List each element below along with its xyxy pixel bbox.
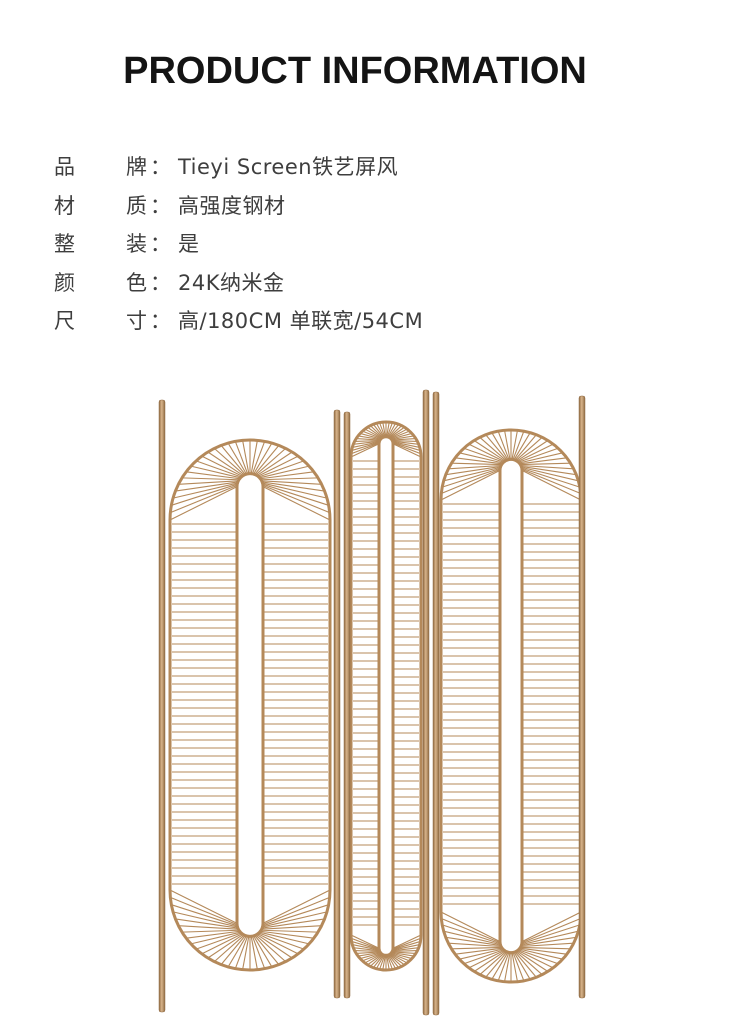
screen-panels: [168, 420, 583, 984]
page-title: PRODUCT INFORMATION: [123, 50, 587, 92]
screen-post-3: [343, 411, 351, 999]
screen-post-4: [422, 389, 430, 1016]
spec-value: Tieyi Screen铁艺屏风: [178, 155, 399, 179]
spec-value: 高/180CM 单联宽/54CM: [178, 309, 424, 333]
spec-key-char-2: 牌: [126, 155, 147, 179]
screen-post-6: [578, 395, 586, 999]
spec-value: 是: [178, 232, 200, 256]
screen-post-5: [432, 391, 440, 1016]
spec-key-char-2: 寸: [126, 309, 147, 333]
spec-separator: ：: [150, 232, 171, 256]
spec-separator: ：: [150, 270, 171, 295]
spec-key-char-1: 尺: [54, 309, 75, 333]
spec-key-char-2: 装: [126, 232, 147, 256]
folding-screen-image: [158, 389, 586, 1016]
spec-key-char-1: 品: [54, 155, 75, 179]
spec-value: 24K纳米金: [178, 270, 285, 295]
spec-key-char-1: 颜: [54, 270, 75, 295]
screen-post-2: [333, 409, 341, 999]
spec-key-char-2: 质: [126, 193, 147, 218]
spec-key-char-1: 整: [54, 232, 75, 256]
spec-key-char-1: 材: [54, 193, 75, 218]
screen-panel-left: [168, 438, 332, 972]
screen-post-1: [158, 399, 166, 1013]
screen-posts: [158, 389, 586, 1016]
screen-panel-middle: [349, 420, 423, 972]
screen-panel-right: [439, 428, 583, 984]
spec-value: 高强度钢材: [178, 193, 286, 218]
spec-key-char-2: 色: [126, 270, 147, 295]
spec-separator: ：: [150, 309, 171, 333]
spec-separator: ：: [150, 193, 171, 218]
spec-separator: ：: [150, 155, 171, 179]
